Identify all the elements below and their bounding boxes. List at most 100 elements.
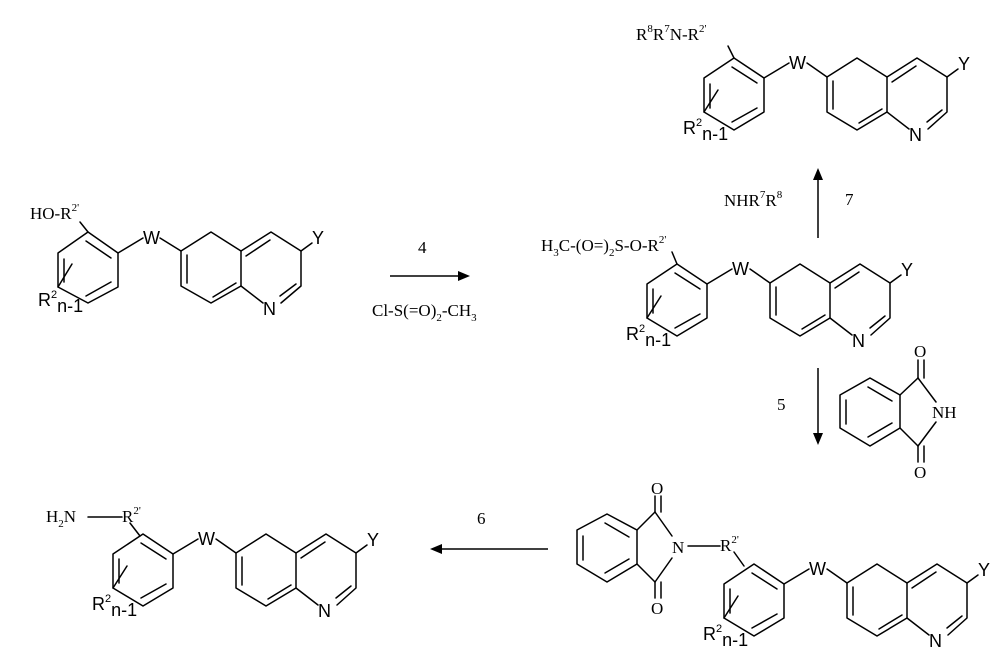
quinoline-pyridine-ring bbox=[296, 534, 356, 605]
quinoline-benzo-ring bbox=[181, 232, 241, 303]
r2-substituent-label: R2n-1 bbox=[703, 623, 748, 650]
w-bond-right bbox=[160, 238, 181, 251]
w-bond-left bbox=[118, 238, 143, 253]
step-7-arrow: NHR7R8 7 bbox=[724, 168, 854, 238]
quinoline-benzo-ring bbox=[770, 264, 830, 336]
quinoline-nitrogen-label: N bbox=[318, 601, 331, 621]
quinoline-pyridine-inner bbox=[301, 542, 351, 598]
y-bond bbox=[356, 545, 367, 553]
quinoline-nitrogen-label: N bbox=[929, 631, 942, 651]
quinoline-pyridine-inner bbox=[246, 240, 296, 296]
y-bond bbox=[890, 275, 901, 283]
hydroxy-label: HO-R2' bbox=[30, 202, 79, 223]
step-6-number: 6 bbox=[477, 509, 486, 528]
phenyl-inner-bonds bbox=[119, 543, 166, 598]
quinoline-benzo-inner bbox=[833, 81, 882, 123]
w-bond-right bbox=[216, 539, 236, 553]
quinoline-nitrogen-label: N bbox=[852, 331, 865, 351]
quinoline-benzo-inner bbox=[187, 255, 236, 297]
step-4-reagent: Cl-S(=O)2-CH3 bbox=[372, 301, 477, 324]
w-bond-right bbox=[750, 269, 770, 283]
quinoline-nitrogen-label: N bbox=[263, 299, 276, 319]
y-substituent-label: Y bbox=[978, 560, 990, 580]
carbonyl-oxygen-bottom: O bbox=[651, 599, 663, 618]
benzo-inner bbox=[846, 387, 892, 437]
phenyl-inner-bonds bbox=[710, 67, 757, 122]
imide-n-top bbox=[655, 512, 672, 536]
quinoline-pyridine-inner bbox=[912, 572, 962, 628]
w-linker-label: W bbox=[789, 53, 806, 73]
molecule-primary-amine: H2N R2' R2n-1 W Y N bbox=[46, 505, 379, 621]
step-6-arrow: 6 bbox=[430, 509, 548, 554]
r2-bond bbox=[724, 596, 738, 618]
w-bond-left bbox=[707, 269, 732, 284]
quinoline-pyridine-ring bbox=[830, 264, 890, 335]
phenyl-inner-bonds bbox=[653, 273, 700, 328]
carbonyl-oxygen-top: O bbox=[914, 342, 926, 361]
r2-bond bbox=[647, 296, 661, 318]
r2-bond bbox=[58, 264, 72, 287]
step-5-number: 5 bbox=[777, 395, 786, 414]
w-bond-right bbox=[827, 569, 847, 583]
y-substituent-label: Y bbox=[367, 530, 379, 550]
r2-prime-bond bbox=[80, 222, 88, 232]
step-4-number: 4 bbox=[418, 238, 427, 257]
carbonyl-bottom-bond bbox=[900, 428, 918, 446]
carbonyl-oxygen-top: O bbox=[651, 479, 663, 498]
phenyl-inner-bonds bbox=[730, 573, 777, 628]
dialkylamino-label: R8R7N-R2' bbox=[636, 23, 706, 44]
r2-bond bbox=[704, 90, 718, 112]
r2-prime-bond bbox=[728, 46, 734, 58]
w-bond-left bbox=[764, 63, 789, 78]
phthal-benzo-inner bbox=[583, 523, 629, 573]
w-linker-label: W bbox=[809, 559, 826, 579]
phenyl-inner-bonds bbox=[64, 241, 111, 296]
w-bond-right bbox=[807, 63, 827, 77]
w-bond-left bbox=[784, 569, 809, 584]
r2-prime-bond bbox=[672, 252, 677, 264]
quinoline-pyridine-ring bbox=[907, 564, 967, 635]
r2-substituent-label: R2n-1 bbox=[92, 593, 137, 620]
r2-substituent-label: R2n-1 bbox=[38, 289, 83, 316]
y-bond bbox=[947, 69, 958, 77]
amino-label: H2N bbox=[46, 507, 76, 530]
w-linker-label: W bbox=[143, 228, 160, 248]
carbonyl-oxygen-bottom: O bbox=[914, 463, 926, 482]
quinoline-benzo-ring bbox=[827, 58, 887, 130]
quinoline-benzo-ring bbox=[847, 564, 907, 636]
molecule-hydroxy-starting-material: HO-R2' R2n-1 W Y N bbox=[30, 202, 324, 319]
imide-n-bottom bbox=[918, 422, 936, 446]
quinoline-benzo-inner bbox=[776, 287, 825, 329]
mesylate-label: H3C-(O=)2S-O-R2' bbox=[541, 234, 666, 259]
y-substituent-label: Y bbox=[312, 228, 324, 248]
r2-prime-label: R2' bbox=[720, 534, 739, 555]
r2-prime-label: R2' bbox=[122, 505, 141, 526]
imide-n-bottom bbox=[655, 558, 672, 582]
molecule-phthalimide-reagent: O O NH bbox=[840, 342, 957, 482]
w-linker-label: W bbox=[198, 529, 215, 549]
molecule-mesylate: H3C-(O=)2S-O-R2' R2n-1 W Y N bbox=[541, 234, 913, 351]
quinoline-pyridine-inner bbox=[892, 66, 942, 122]
carbonyl-top-bond bbox=[900, 378, 918, 395]
quinoline-benzo-inner bbox=[853, 587, 902, 629]
step-4-arrow: 4 Cl-S(=O)2-CH3 bbox=[372, 238, 477, 324]
r-to-ring-bond bbox=[734, 552, 744, 566]
quinoline-pyridine-ring bbox=[241, 232, 301, 303]
quinoline-pyridine-ring bbox=[887, 58, 947, 129]
y-substituent-label: Y bbox=[958, 54, 970, 74]
r2-substituent-label: R2n-1 bbox=[626, 323, 671, 350]
quinoline-nitrogen-label: N bbox=[909, 125, 922, 145]
y-substituent-label: Y bbox=[901, 260, 913, 280]
y-bond bbox=[301, 243, 312, 251]
quinoline-benzo-inner bbox=[242, 557, 291, 599]
imide-nh-label: NH bbox=[932, 403, 957, 422]
carbonyl-bottom-bond bbox=[637, 564, 655, 582]
molecule-phthalimide-product: O O N R2' R2n-1 W Y N bbox=[577, 479, 990, 651]
imide-nitrogen-label: N bbox=[672, 538, 684, 557]
step-7-reagent: NHR7R8 bbox=[724, 189, 783, 210]
w-bond-left bbox=[173, 539, 198, 554]
step-7-number: 7 bbox=[845, 190, 854, 209]
y-bond bbox=[967, 575, 978, 583]
r2-bond bbox=[113, 566, 127, 588]
